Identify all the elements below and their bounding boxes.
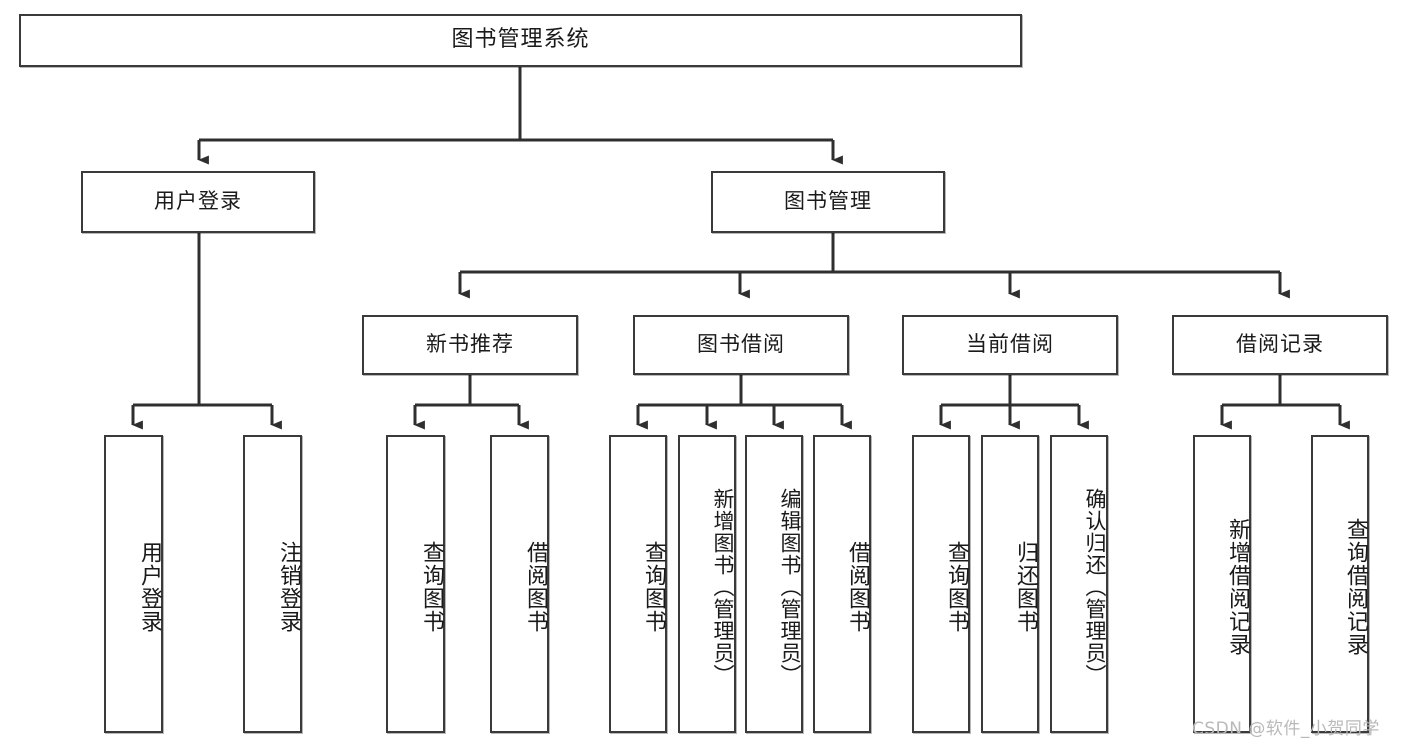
node-label: 查询借阅记录 (1343, 518, 1368, 656)
leaf-query-borrow-record[interactable]: 查询借阅记录 (1311, 435, 1369, 733)
node-book-manage[interactable]: 图书管理 (711, 171, 945, 233)
node-label: 用户登录 (137, 541, 162, 633)
node-new-book-recommend[interactable]: 新书推荐 (362, 315, 578, 375)
leaf-return-book[interactable]: 归还图书 (981, 435, 1039, 733)
node-label: 查询图书 (944, 541, 969, 633)
leaf-borrow-book-recommend[interactable]: 借阅图书 (490, 435, 549, 733)
leaf-query-book-current[interactable]: 查询图书 (912, 435, 970, 733)
leaf-add-book-admin[interactable]: 新增图书（管理员） (678, 435, 736, 733)
node-label: 新书推荐 (426, 332, 514, 357)
node-label: 借阅图书 (523, 541, 548, 633)
node-label: 借阅记录 (1236, 332, 1324, 357)
node-label: 注销登录 (276, 541, 301, 633)
node-label: 确认归还（管理员） (1083, 488, 1107, 686)
node-book-borrow[interactable]: 图书借阅 (633, 315, 849, 375)
node-current-borrow[interactable]: 当前借阅 (902, 315, 1118, 375)
node-label: 图书管理 (784, 189, 872, 214)
node-label: 归还图书 (1013, 541, 1038, 633)
node-label: 图书管理系统 (451, 27, 590, 53)
leaf-borrow-book[interactable]: 借阅图书 (813, 435, 871, 733)
node-label: 编辑图书（管理员） (778, 488, 802, 686)
leaf-logout-login[interactable]: 注销登录 (243, 435, 302, 733)
node-borrow-record[interactable]: 借阅记录 (1172, 315, 1388, 375)
node-label: 查询图书 (641, 541, 666, 633)
node-label: 图书借阅 (697, 332, 785, 357)
csdn-watermark: CSDN @软件_小贺同学 (1192, 719, 1380, 739)
leaf-query-book-recommend[interactable]: 查询图书 (386, 435, 445, 733)
node-user-login[interactable]: 用户登录 (81, 171, 315, 233)
node-label: 查询图书 (419, 541, 444, 633)
leaf-edit-book-admin[interactable]: 编辑图书（管理员） (745, 435, 803, 733)
leaf-query-book-borrow[interactable]: 查询图书 (609, 435, 667, 733)
node-label: 当前借阅 (966, 332, 1054, 357)
leaf-add-borrow-record[interactable]: 新增借阅记录 (1193, 435, 1251, 733)
leaf-user-login[interactable]: 用户登录 (104, 435, 163, 733)
node-label: 用户登录 (154, 189, 242, 214)
node-root-book-management-system[interactable]: 图书管理系统 (19, 14, 1022, 67)
node-label: 新增借阅记录 (1225, 518, 1250, 656)
node-label: 新增图书（管理员） (711, 488, 735, 686)
leaf-confirm-return-admin[interactable]: 确认归还（管理员） (1050, 435, 1108, 733)
node-label: 借阅图书 (845, 541, 870, 633)
